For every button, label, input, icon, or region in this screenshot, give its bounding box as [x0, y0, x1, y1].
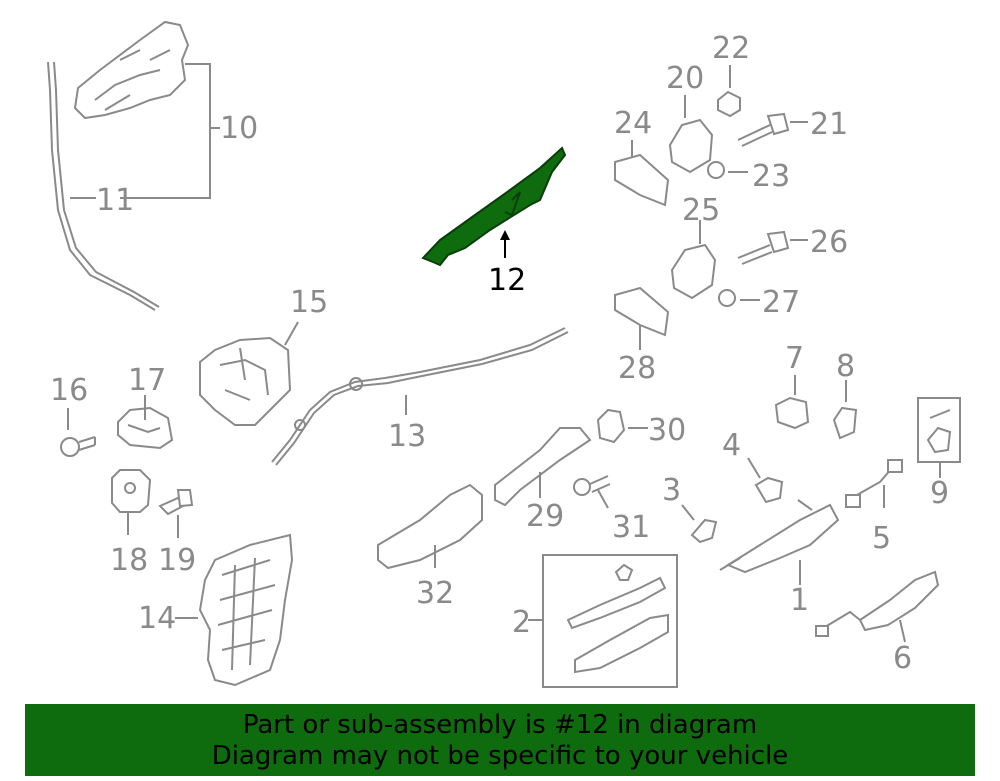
part-16-bolt [60, 408, 96, 457]
part-30-gasket [596, 408, 648, 444]
part-22-nut [717, 65, 741, 118]
label-18: 18 [110, 543, 148, 578]
part-32-handle-bracket [377, 483, 483, 570]
part-2-inset-box [528, 554, 678, 688]
part-21-bolt [737, 112, 808, 147]
label-12: 12 [488, 263, 526, 298]
label-1: 1 [790, 583, 809, 618]
label-2: 2 [512, 605, 531, 640]
label-6: 6 [893, 641, 912, 676]
part-13-cable-rod [271, 327, 569, 466]
label-32: 32 [416, 576, 454, 611]
label-14: 14 [138, 601, 176, 636]
label-17: 17 [128, 363, 166, 398]
part-12-shape [421, 146, 567, 267]
part-19-bolt [158, 489, 194, 538]
label-25: 25 [682, 193, 720, 228]
label-4: 4 [722, 428, 741, 463]
label-21: 21 [810, 107, 848, 142]
part-31-bolt [573, 475, 611, 509]
banner-line-2: Diagram may not be specific to your vehi… [211, 741, 789, 771]
part-1-handle [719, 499, 840, 585]
part-14-module-panel [175, 533, 294, 687]
label-8: 8 [836, 349, 855, 384]
part-5-harness [845, 459, 903, 508]
part-25-bracket [670, 220, 717, 300]
label-30: 30 [648, 413, 686, 448]
label-3: 3 [662, 473, 681, 508]
part-4-clip [747, 457, 784, 504]
part-18-plate [111, 469, 152, 535]
label-15: 15 [290, 285, 328, 320]
label-10: 10 [220, 111, 258, 146]
label-9: 9 [930, 476, 949, 511]
label-5: 5 [872, 521, 891, 556]
label-16: 16 [50, 373, 88, 408]
label-27: 27 [762, 285, 800, 320]
label-29: 29 [526, 499, 564, 534]
part-12-highlighted-panel [421, 146, 567, 267]
part-20-bracket [668, 95, 714, 174]
part-6-handle [815, 570, 940, 643]
part-28-bracket [614, 286, 670, 350]
label-11: 11 [96, 183, 134, 218]
part-29-check-strap [494, 427, 592, 507]
part-11-cable [47, 61, 160, 311]
label-24: 24 [614, 106, 652, 141]
label-23: 23 [752, 159, 790, 194]
label-31: 31 [612, 510, 650, 545]
part-9-inset-box [917, 397, 961, 478]
label-26: 26 [810, 225, 848, 260]
label-22: 22 [712, 31, 750, 66]
label-20: 20 [666, 61, 704, 96]
label-13: 13 [388, 419, 426, 454]
banner-line-1: Part or sub-assembly is #12 in diagram [242, 710, 758, 740]
label-7: 7 [785, 341, 804, 376]
label-19: 19 [158, 543, 196, 578]
label-28: 28 [618, 351, 656, 386]
part-24-bracket [614, 140, 670, 207]
part-3-clip [681, 504, 718, 544]
part-23-nut [707, 161, 748, 179]
part-8-cap [832, 380, 858, 440]
info-banner: Part or sub-assembly is #12 in diagram D… [25, 704, 975, 776]
part-10-lock-actuator [73, 20, 220, 199]
part-26-bolt [737, 230, 808, 265]
part-17-striker [117, 395, 174, 450]
part-7-clip [774, 375, 810, 430]
part-15-latch [199, 321, 299, 426]
part-27-nut [718, 289, 760, 307]
